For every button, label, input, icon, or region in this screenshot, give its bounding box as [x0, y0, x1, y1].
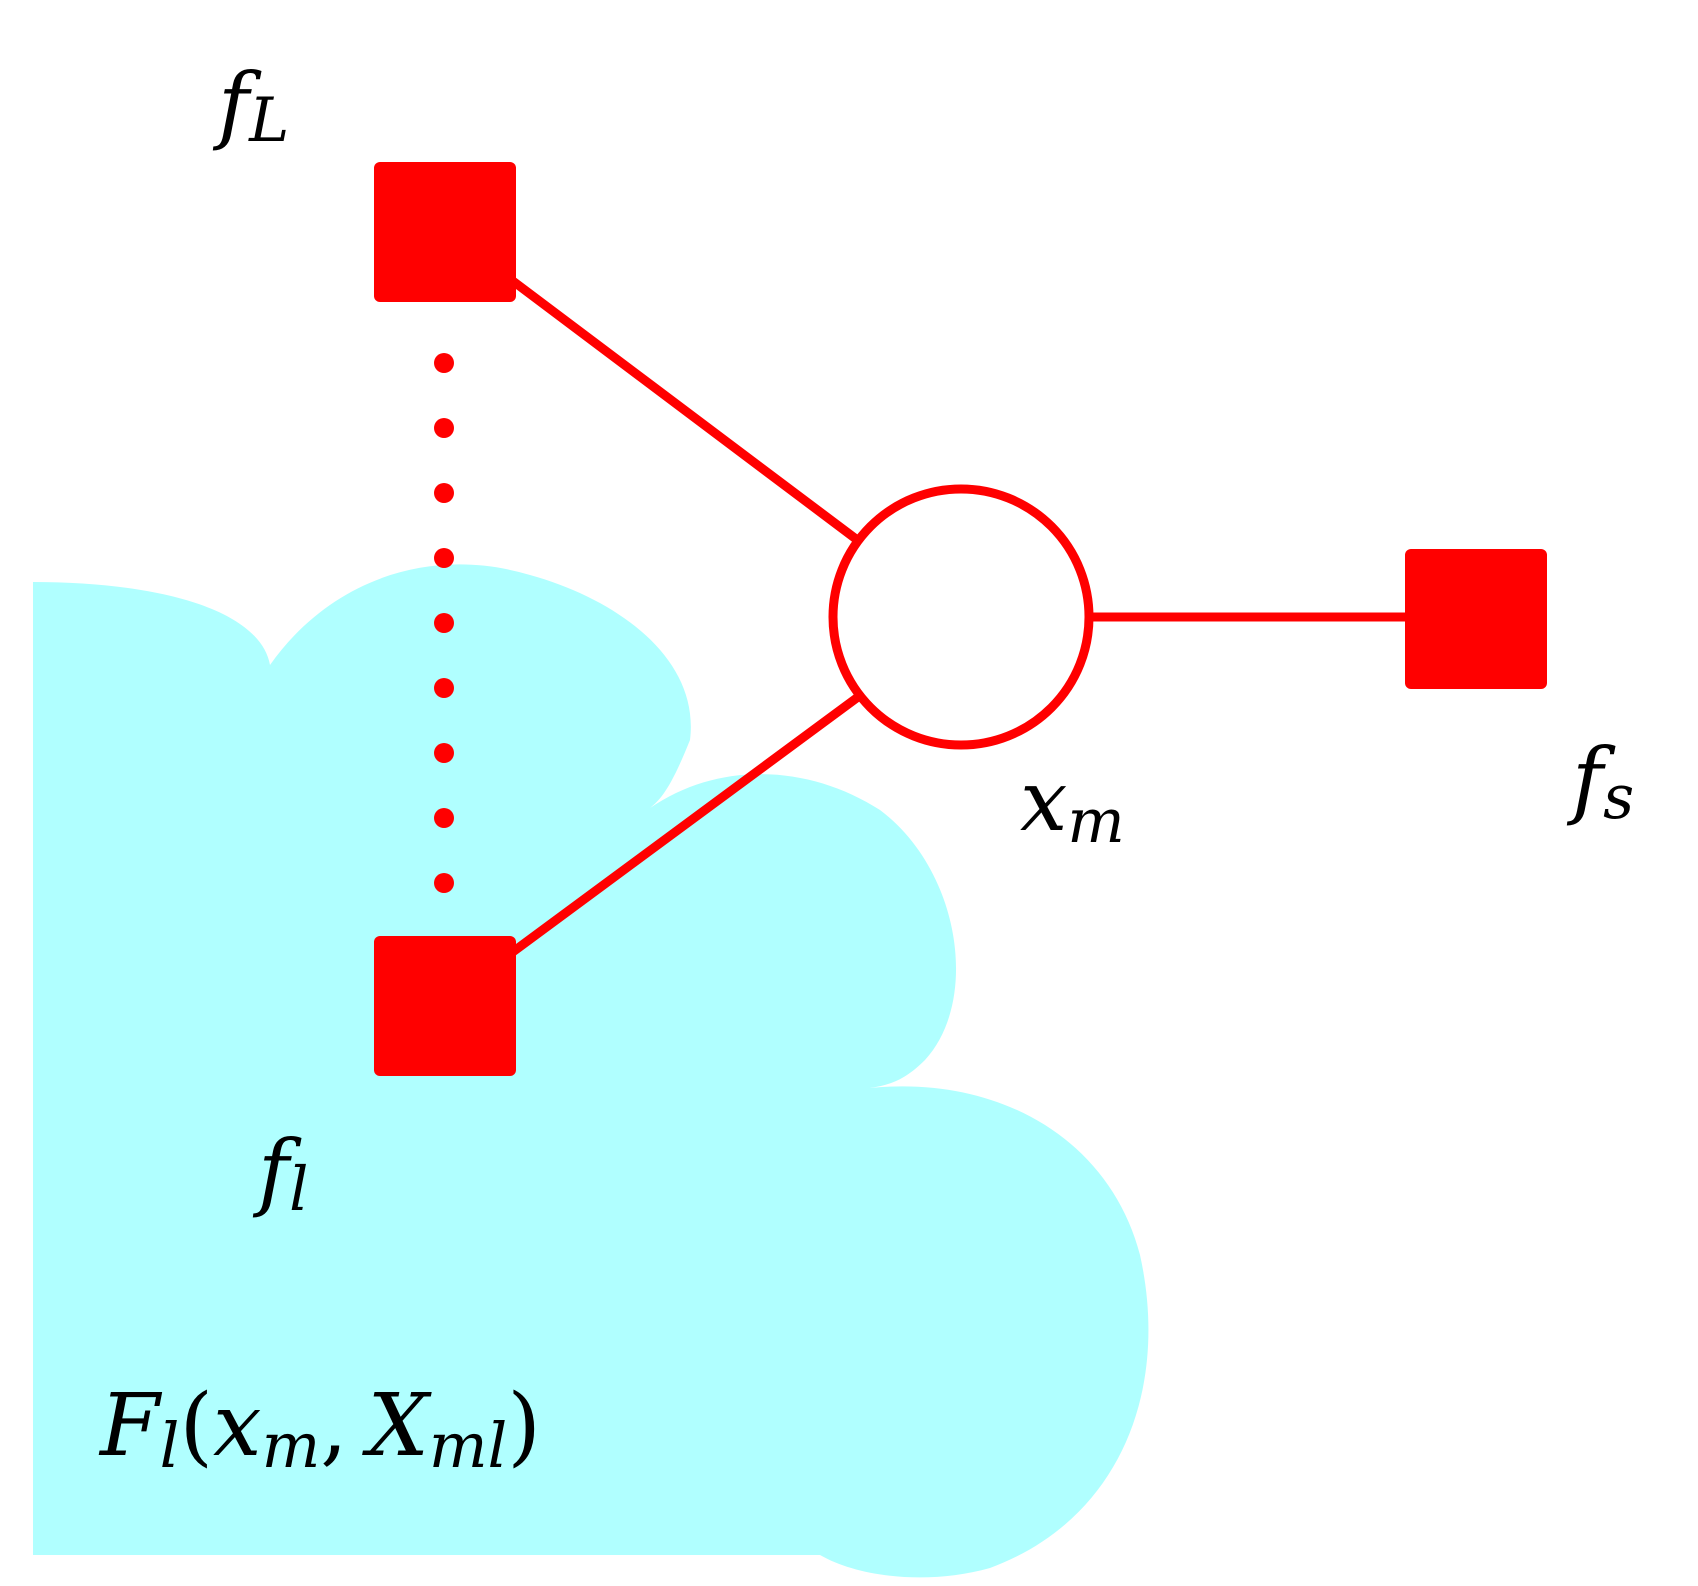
label-fL: fL	[212, 55, 289, 156]
cloud-label: Fl(xm,Xml)	[98, 1376, 541, 1482]
label-xm: xm	[1020, 752, 1125, 857]
factor-node-fL	[374, 162, 516, 302]
dotted-connector	[434, 353, 454, 893]
variable-node-xm	[828, 484, 1094, 750]
subgraph-cloud	[33, 564, 1149, 1578]
factor-node-fs	[1405, 549, 1547, 689]
factor-node-fl	[374, 936, 516, 1076]
label-fs: fs	[1566, 730, 1634, 833]
